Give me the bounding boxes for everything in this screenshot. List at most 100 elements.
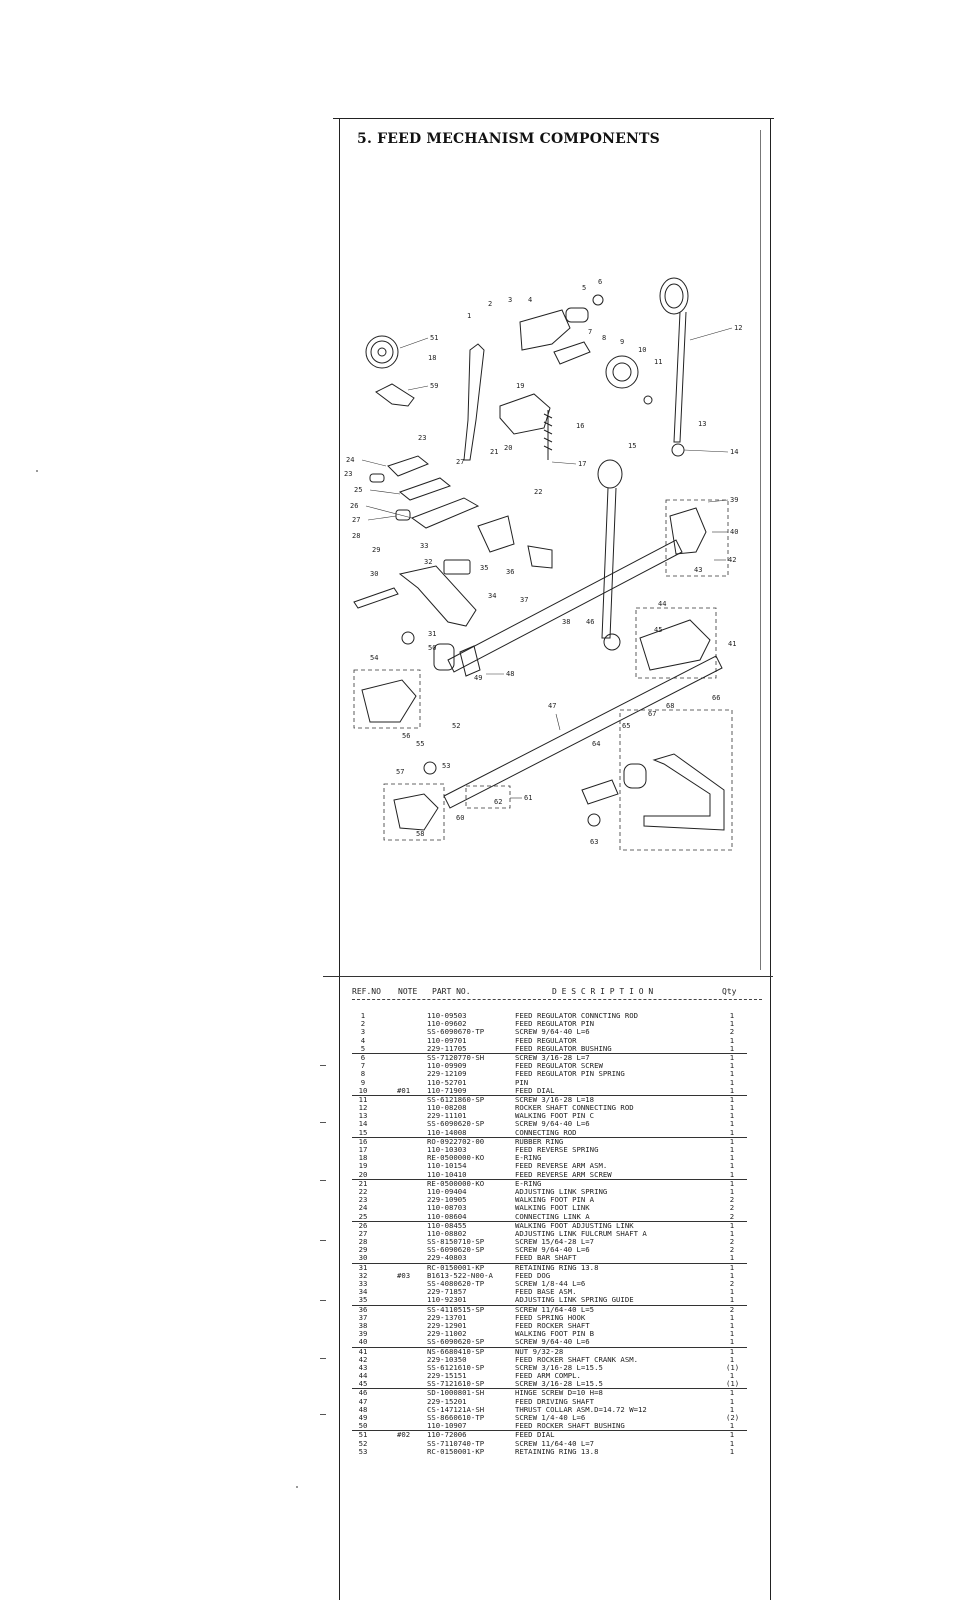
description-cell: FEED DOG: [515, 1270, 551, 1280]
qty-cell: 1: [729, 1421, 735, 1431]
svg-text:47: 47: [548, 702, 556, 710]
spring-part: [543, 410, 553, 460]
description-cell: CONNECTING LINK A: [515, 1211, 590, 1221]
svg-text:67: 67: [648, 710, 656, 718]
ref-cell: 18: [358, 1153, 368, 1163]
part-no-cell: 229-13701: [427, 1312, 467, 1322]
spring-hook-part: [527, 545, 553, 569]
part-no-cell: 110-09701: [427, 1035, 467, 1045]
svg-text:38: 38: [562, 618, 570, 626]
part-no-cell: 229-12901: [427, 1320, 467, 1330]
qty-cell: 1: [729, 1169, 735, 1179]
ref-cell: 20: [358, 1169, 368, 1179]
ref-cell: 5: [360, 1043, 366, 1053]
ref-cell: 50: [358, 1421, 368, 1431]
qty-cell: 1: [729, 1337, 735, 1347]
connecting-rod-15-part: [597, 459, 623, 651]
qty-cell: 1: [729, 1446, 735, 1456]
ref-cell: 43: [358, 1362, 368, 1372]
svg-text:58: 58: [416, 830, 424, 838]
crank-54-part: [361, 679, 417, 723]
margin-tick: [320, 1240, 326, 1241]
svg-text:45: 45: [654, 626, 662, 634]
ref-cell: 33: [358, 1279, 368, 1288]
description-cell: E-RING: [515, 1178, 542, 1188]
description-cell: RETAINING RING 13.8: [515, 1446, 599, 1456]
ref-cell: 39: [358, 1329, 368, 1339]
description-cell: ADJUSTING LINK SPRING GUIDE: [515, 1295, 634, 1305]
description-cell: ADJUSTING LINK SPRING: [515, 1186, 608, 1196]
qty-cell: 1: [729, 1287, 735, 1297]
svg-text:53: 53: [442, 762, 450, 770]
description-cell: RETAINING RING 13.8: [515, 1262, 599, 1272]
svg-text:28: 28: [352, 532, 360, 540]
qty-cell: 1: [729, 1052, 735, 1062]
header-ref-no: REF.NO: [352, 987, 381, 996]
qty-cell: 2: [729, 1195, 735, 1205]
ref-cell: 32: [358, 1270, 368, 1280]
description-cell: HINGE SCREW D=10 H=8: [515, 1388, 603, 1398]
ref-cell: 36: [358, 1304, 368, 1314]
part-no-cell: RC-0150001-KP: [427, 1446, 485, 1456]
ref-cell: 8: [360, 1069, 366, 1079]
svg-text:31: 31: [428, 630, 436, 638]
description-cell: WALKING FOOT LINK: [515, 1203, 590, 1213]
adjusting-link-part: [410, 497, 480, 529]
svg-text:29: 29: [372, 546, 380, 554]
qty-cell: 1: [729, 1161, 735, 1171]
ref-cell: 17: [358, 1145, 368, 1154]
part-no-cell: 229-11705: [427, 1043, 467, 1053]
description-cell: FEED REGULATOR BUSHING: [515, 1043, 612, 1053]
qty-cell: 1: [729, 1270, 735, 1280]
part-no-cell: SS-6090620-SP: [427, 1337, 485, 1347]
svg-text:4: 4: [528, 296, 532, 304]
scan-speck: [36, 470, 38, 472]
svg-text:30: 30: [370, 570, 378, 578]
svg-text:43: 43: [694, 566, 702, 574]
frame-top-border: [333, 118, 774, 119]
part-no-cell: B1613-522-N00-A: [427, 1270, 493, 1280]
svg-text:32: 32: [424, 558, 432, 566]
svg-text:27: 27: [352, 516, 360, 524]
svg-text:18: 18: [428, 354, 436, 362]
description-cell: WALKING FOOT PIN C: [515, 1111, 595, 1121]
regulator-screw-part: [553, 341, 591, 365]
svg-text:61: 61: [524, 794, 532, 802]
ref-cell: 15: [358, 1127, 368, 1137]
qty-cell: 1: [729, 1011, 735, 1020]
part-no-cell: 110-09404: [427, 1186, 467, 1196]
description-cell: SCREW 9/64-40 L=6: [515, 1337, 590, 1347]
qty-cell: 1: [729, 1262, 735, 1272]
description-cell: FEED ROCKER SHAFT CRANK ASM.: [515, 1354, 639, 1364]
qty-cell: 1: [729, 1388, 735, 1398]
ref-cell: 42: [358, 1354, 368, 1364]
frame-inner-right-border: [760, 130, 761, 970]
bushing-65-part: [623, 763, 647, 789]
header-qty: Qty: [722, 987, 737, 996]
ref-cell: 4: [360, 1035, 366, 1045]
description-cell: FEED REGULATOR PIN: [515, 1019, 595, 1029]
ref-cell: 14: [358, 1119, 368, 1129]
qty-cell: 1: [729, 1178, 735, 1188]
connecting-rod-part: [463, 343, 485, 461]
ref-cell: 30: [358, 1253, 368, 1263]
description-cell: FEED REGULATOR CONNCTING ROD: [515, 1011, 639, 1020]
ref-cell: 37: [358, 1312, 368, 1322]
feed-dog-part: [443, 559, 471, 575]
svg-text:3: 3: [508, 296, 512, 304]
description-cell: SCREW 9/64-40 L=6: [515, 1119, 590, 1129]
ref-cell: 44: [358, 1371, 368, 1381]
